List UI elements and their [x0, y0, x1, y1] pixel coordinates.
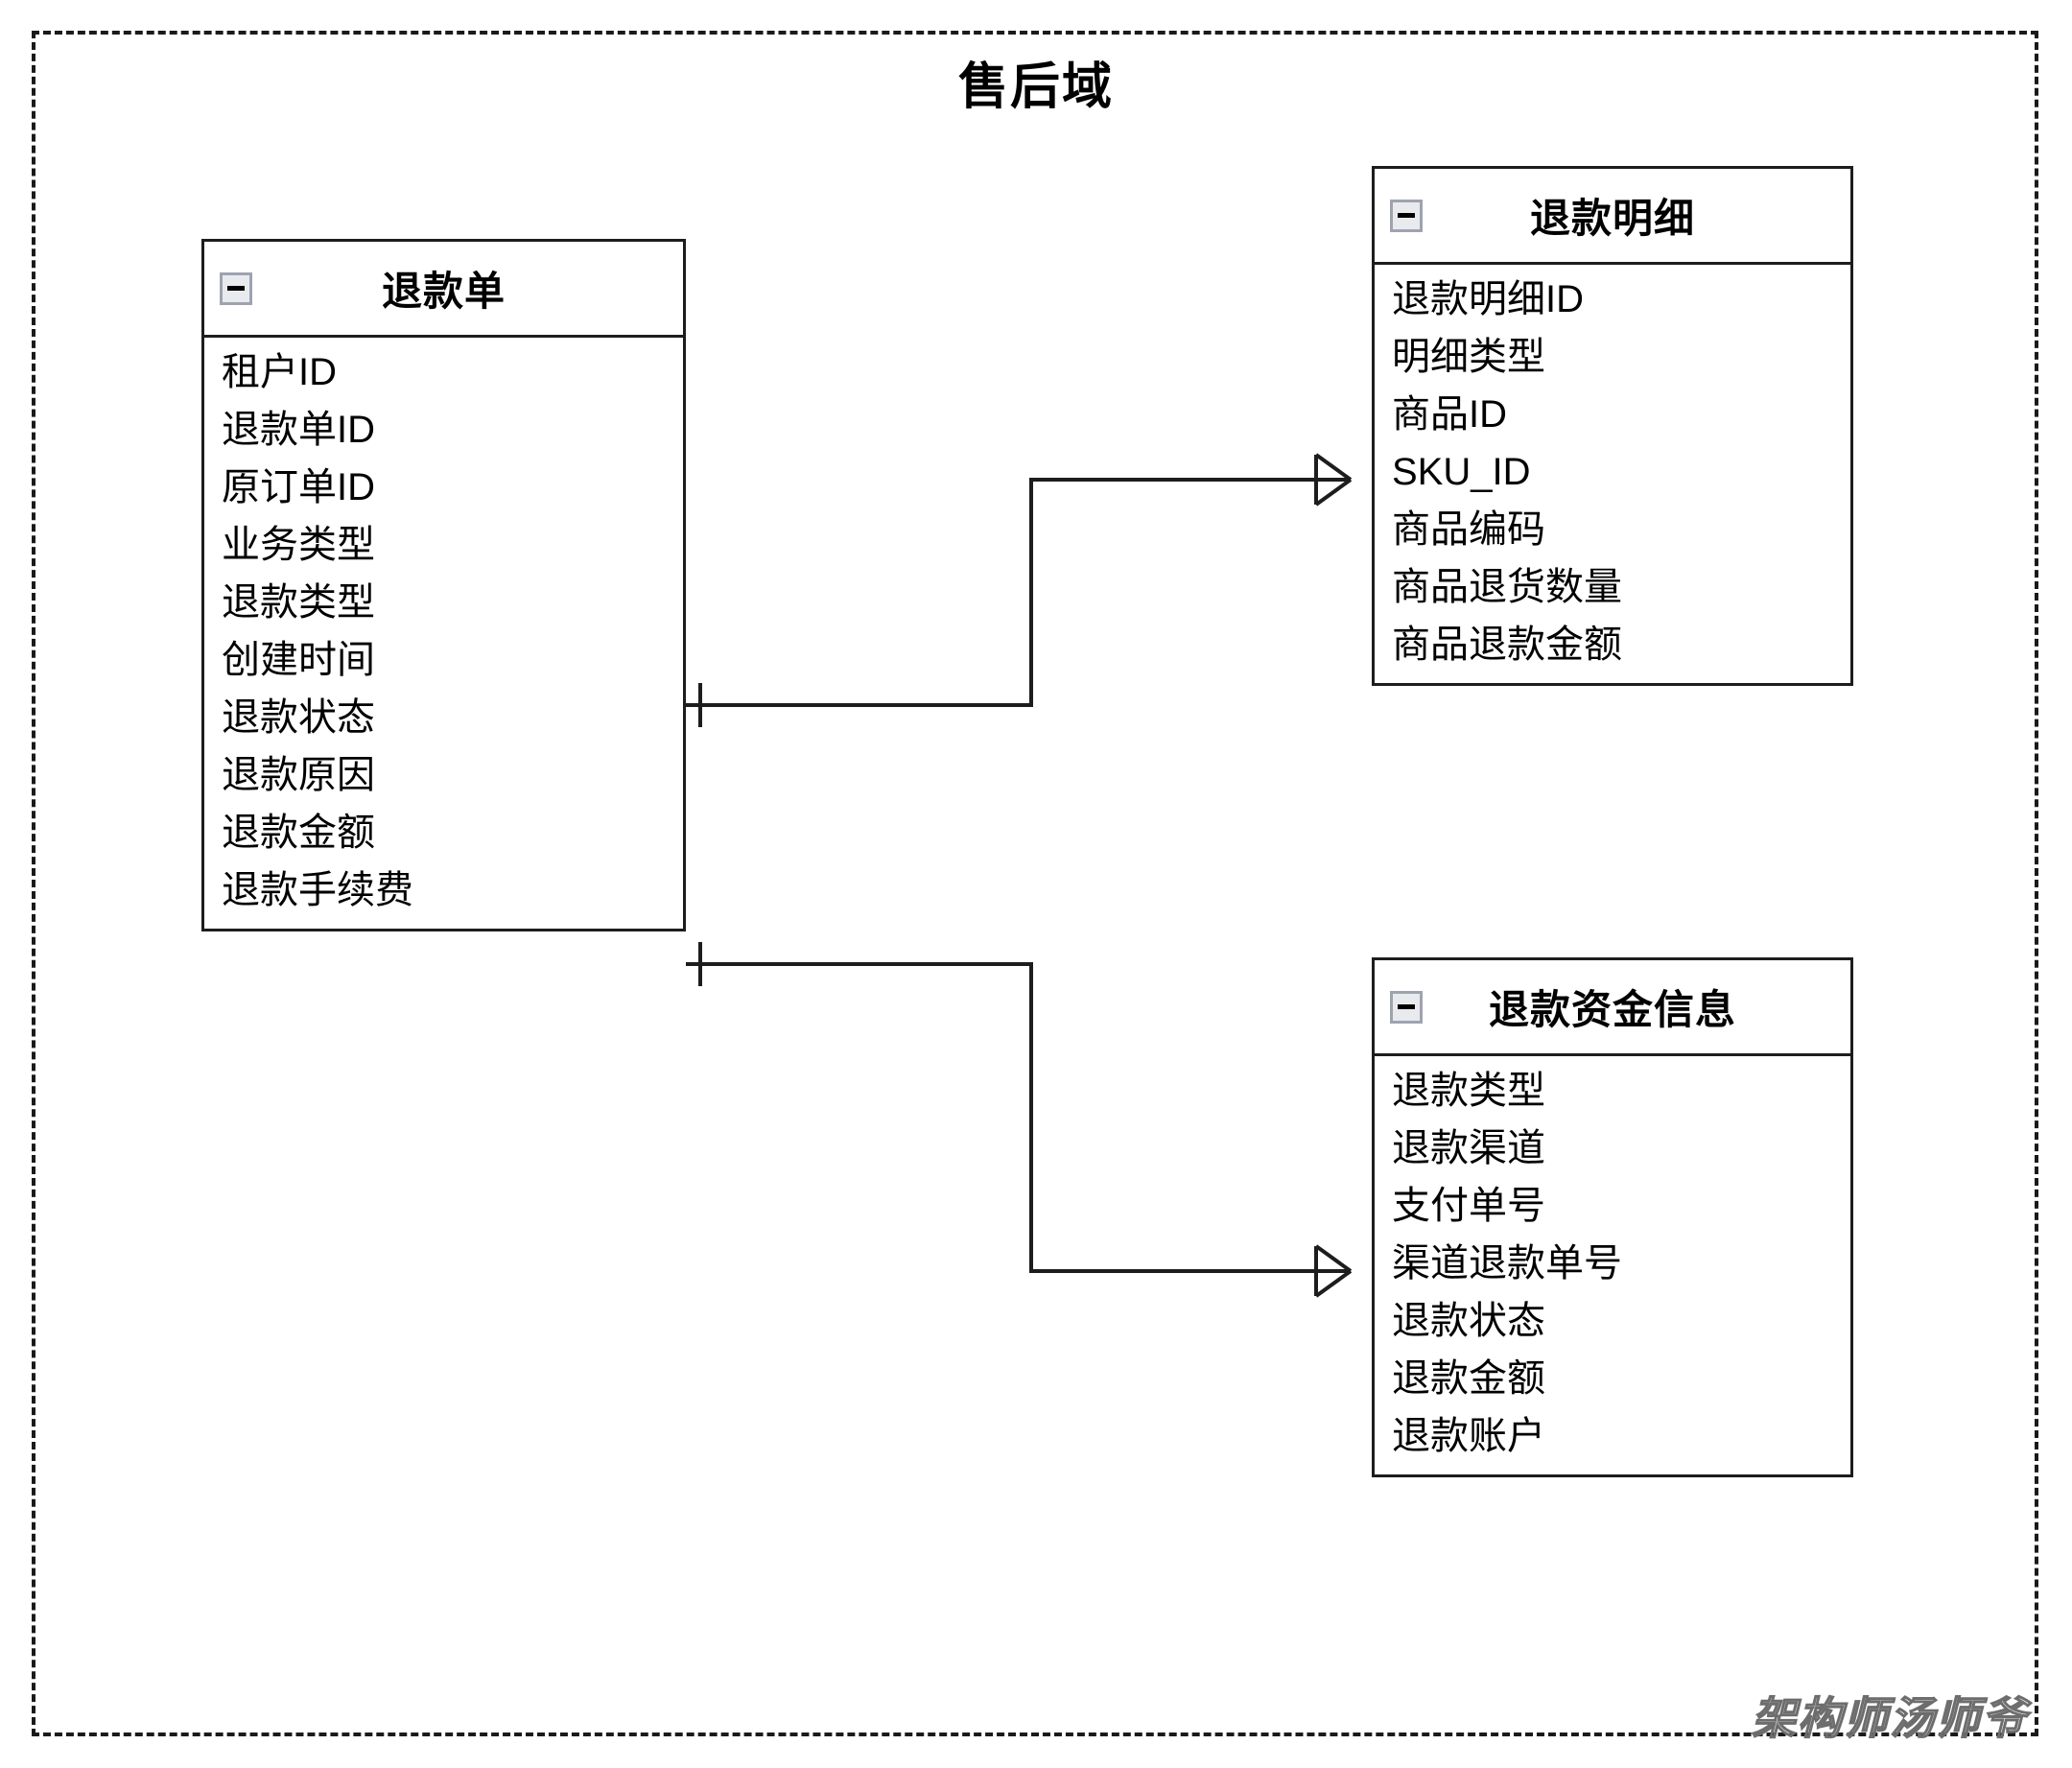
field-row: 退款手续费 [222, 869, 413, 911]
field-row: 退款类型 [1392, 1070, 1545, 1112]
field-row: 退款账户 [1392, 1415, 1545, 1457]
entity-header: 退款单 [204, 242, 683, 338]
field-row: 退款原因 [222, 754, 375, 796]
field-row: 原订单ID [222, 466, 375, 508]
field-row: 支付单号 [1392, 1185, 1545, 1227]
minus-icon[interactable] [1390, 990, 1423, 1024]
field-row: 商品ID [1392, 393, 1507, 436]
minus-icon[interactable] [220, 271, 252, 305]
field-row: 创建时间 [222, 639, 375, 681]
minus-icon[interactable] [1390, 199, 1423, 232]
field-row: 租户ID [222, 351, 337, 393]
field-row: 退款状态 [222, 696, 375, 739]
entity-header: 退款资金信息 [1375, 960, 1850, 1056]
field-row: 退款渠道 [1392, 1127, 1545, 1169]
field-row: 明细类型 [1392, 336, 1545, 378]
entity-field-list: 退款类型 退款渠道 支付单号 渠道退款单号 退款状态 退款金额 退款账户 [1375, 1056, 1850, 1474]
page-title: 售后域 [957, 59, 1114, 115]
field-row: 退款金额 [222, 812, 375, 854]
field-row: SKU_ID [1392, 451, 1531, 493]
entity-refund-fund-info[interactable]: 退款资金信息 退款类型 退款渠道 支付单号 渠道退款单号 退款状态 退款金额 退… [1372, 957, 1853, 1477]
entity-refund-order[interactable]: 退款单 租户ID 退款单ID 原订单ID 业务类型 退款类型 创建时间 退款状态… [201, 239, 686, 931]
field-row: 退款明细ID [1392, 278, 1584, 320]
field-row: 商品退货数量 [1392, 566, 1622, 608]
entity-field-list: 退款明细ID 明细类型 商品ID SKU_ID 商品编码 商品退货数量 商品退款… [1375, 265, 1850, 683]
field-row: 商品退款金额 [1392, 624, 1622, 666]
field-row: 退款类型 [222, 581, 375, 624]
field-row: 渠道退款单号 [1392, 1242, 1622, 1285]
entity-title: 退款资金信息 [1488, 987, 1736, 1032]
field-row: 退款单ID [222, 409, 375, 451]
field-row: 退款状态 [1392, 1300, 1545, 1342]
entity-header: 退款明细 [1375, 169, 1850, 265]
entity-title: 退款明细 [1529, 196, 1695, 241]
domain-boundary [32, 31, 2038, 1736]
entity-title: 退款单 [381, 269, 506, 314]
field-row: 退款金额 [1392, 1357, 1545, 1400]
entity-refund-detail[interactable]: 退款明细 退款明细ID 明细类型 商品ID SKU_ID 商品编码 商品退货数量… [1372, 166, 1853, 686]
watermark: 架构师汤师爷 [1751, 1692, 2028, 1744]
field-row: 商品编码 [1392, 508, 1545, 551]
entity-field-list: 租户ID 退款单ID 原订单ID 业务类型 退款类型 创建时间 退款状态 退款原… [204, 338, 683, 929]
field-row: 业务类型 [222, 524, 375, 566]
